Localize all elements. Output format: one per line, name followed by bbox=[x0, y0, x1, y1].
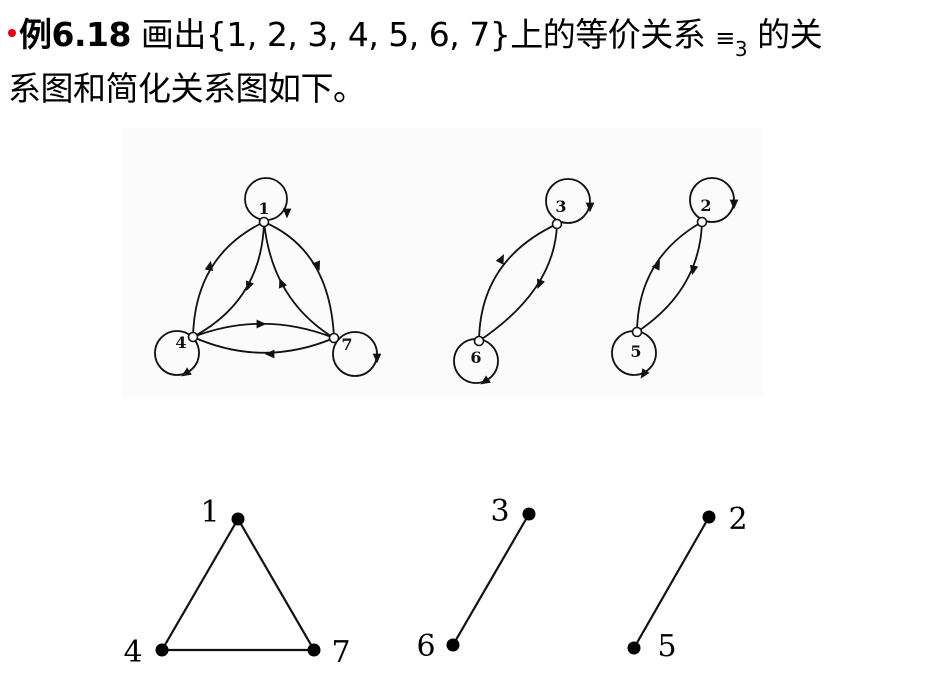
edge-4-7 bbox=[192, 322, 335, 339]
node-5 bbox=[627, 641, 641, 655]
edge-2-5 bbox=[633, 516, 710, 649]
node-label-6: 6 bbox=[470, 348, 481, 367]
loop-7 bbox=[332, 331, 378, 377]
node-label-5: 5 bbox=[630, 342, 641, 361]
equiv-symbol: ≡ bbox=[715, 24, 735, 52]
example-heading: 例6.18 画出{1, 2, 3, 4, 5, 6, 7}上的等价关系 ≡3 的… bbox=[8, 10, 948, 114]
node-7 bbox=[307, 643, 321, 657]
node-4 bbox=[187, 331, 199, 343]
equiv-subscript: 3 bbox=[734, 37, 748, 61]
node-label-3: 3 bbox=[490, 494, 509, 529]
red-bullet-icon bbox=[8, 28, 16, 37]
node-label-4: 4 bbox=[175, 333, 186, 352]
node-label-5: 5 bbox=[657, 629, 676, 664]
node-label-7: 7 bbox=[331, 635, 350, 669]
relation-graph-svg: 1 4 7 3 6 2 5 bbox=[154, 177, 739, 385]
edge-4-1 bbox=[192, 221, 265, 338]
node-2 bbox=[696, 216, 708, 228]
edge-3-6 bbox=[452, 513, 530, 646]
node-5 bbox=[631, 326, 643, 338]
edge-5-2 bbox=[636, 221, 703, 333]
node-4 bbox=[155, 643, 169, 657]
node-6 bbox=[473, 335, 485, 347]
node-1 bbox=[258, 216, 270, 228]
edge-1-4 bbox=[161, 518, 239, 651]
node-label-2: 2 bbox=[728, 502, 747, 537]
example-number: 例6.18 bbox=[19, 15, 131, 54]
node-label-2: 2 bbox=[700, 196, 711, 215]
component-1-4-7 bbox=[154, 177, 378, 377]
node-3 bbox=[551, 218, 563, 230]
simplified-graph-svg: 1 4 7 3 6 2 5 bbox=[123, 494, 747, 670]
node-label-1: 1 bbox=[258, 199, 269, 218]
edge-1-7 bbox=[237, 518, 315, 651]
heading-line1-text: 画出{1, 2, 3, 4, 5, 6, 7}上的等价关系 bbox=[130, 15, 716, 54]
node-label-3: 3 bbox=[555, 197, 566, 216]
node-6 bbox=[446, 638, 460, 652]
loop-4 bbox=[154, 330, 200, 376]
node-2 bbox=[702, 510, 716, 524]
edge-7-1 bbox=[263, 221, 335, 339]
node-1 bbox=[231, 512, 245, 526]
node-7 bbox=[328, 332, 340, 344]
relation-graph-figure: 1 4 7 3 6 2 5 bbox=[122, 128, 763, 398]
loop-2 bbox=[689, 177, 735, 223]
edge-6-3 bbox=[478, 223, 558, 342]
loop-3 bbox=[545, 178, 591, 224]
node-label-7: 7 bbox=[341, 335, 352, 354]
heading-line2-text: 系图和简化关系图如下。 bbox=[8, 69, 366, 108]
node-3 bbox=[522, 507, 536, 521]
edge-2-5 bbox=[636, 221, 703, 333]
node-label-6: 6 bbox=[416, 629, 435, 664]
edge-1-4 bbox=[192, 221, 265, 338]
node-label-4: 4 bbox=[123, 635, 142, 669]
edge-1-7 bbox=[263, 221, 335, 339]
edge-3-6 bbox=[478, 223, 558, 342]
heading-line1-tail: 的关 bbox=[747, 15, 823, 54]
edge-7-4 bbox=[192, 336, 335, 354]
node-label-1: 1 bbox=[200, 495, 219, 530]
simplified-graph-figure: 1 4 7 3 6 2 5 bbox=[0, 480, 949, 670]
